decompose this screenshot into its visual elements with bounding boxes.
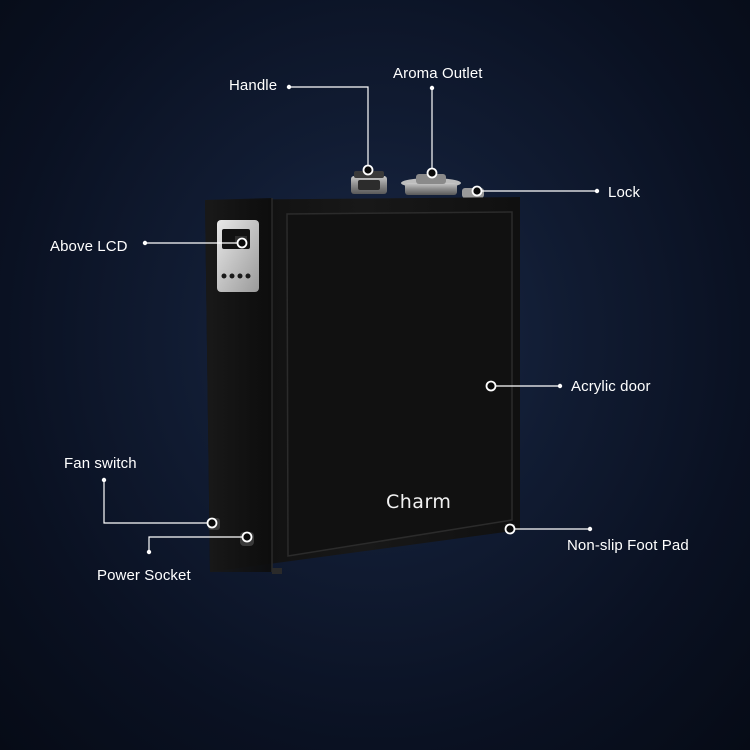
callout-lines: [103, 86, 597, 552]
fan-switch-leader: [103, 480, 212, 524]
callout-markers: [101, 84, 600, 555]
lcd-control-panel: [217, 220, 259, 292]
foot-pad-target-ring: [504, 523, 516, 535]
lock-label: Lock: [608, 184, 641, 201]
lcd-buttons: [221, 273, 251, 279]
above-lcd-label: Above LCD: [50, 238, 128, 255]
brand-logo-text: Charm: [386, 491, 452, 513]
acrylic-door-label: Acrylic door: [571, 378, 651, 395]
handle-leader: [289, 86, 369, 170]
lock-target-ring: [471, 185, 483, 197]
acrylic-door-panel: [286, 211, 513, 557]
callout-targets: [206, 164, 516, 543]
fan-switch-target-ring: [206, 517, 218, 529]
foot-pad-label: Non-slip Foot Pad: [567, 537, 689, 554]
power-socket-leader: [148, 536, 246, 552]
power-socket-label: Power Socket: [97, 567, 191, 584]
handle-knob: [351, 171, 387, 194]
acrylic-door-target-ring: [485, 380, 497, 392]
foot-left: [272, 568, 282, 574]
aroma-outlet-label: Aroma Outlet: [393, 65, 483, 82]
aroma-outlet-cap: [401, 174, 461, 195]
diffuser-device: [205, 171, 520, 574]
fan-switch-label: Fan switch: [64, 455, 137, 472]
handle-label: Handle: [229, 77, 278, 94]
handle-target-ring: [362, 164, 374, 176]
above-lcd-target-ring: [236, 237, 248, 249]
aroma-outlet-target-ring: [426, 167, 438, 179]
power-socket-target-ring: [241, 531, 253, 543]
